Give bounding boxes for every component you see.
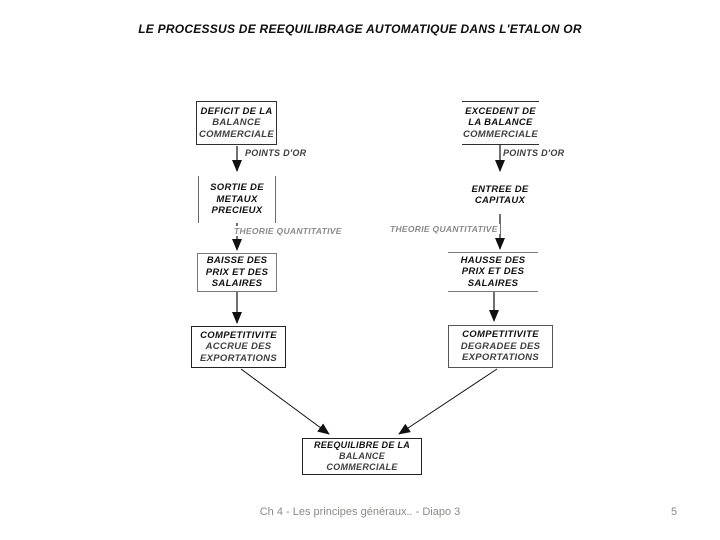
flow-box-line: CAPITAUX bbox=[474, 195, 526, 206]
arrow-degradee-to-reequilibre bbox=[398, 368, 498, 435]
label-theorie-quantitative-left: THEORIE QUANTITATIVE bbox=[232, 226, 344, 236]
flow-box-line: DEGRADEE DES bbox=[460, 340, 541, 352]
flow-box-line: PRIX ET DES bbox=[461, 266, 525, 278]
label-theorie-quantitative-right: THEORIE QUANTITATIVE bbox=[388, 224, 500, 234]
arrow-accrue-to-reequilibre bbox=[240, 368, 330, 435]
flow-box-sortie-metaux: SORTIE DE METAUX PRECIEUX bbox=[198, 176, 276, 223]
flow-box-line: COMMERCIALE bbox=[198, 128, 275, 140]
flow-box-line: ENTREE DE bbox=[471, 183, 529, 195]
flow-box-deficit: DEFICIT DE LA BALANCE COMMERCIALE bbox=[196, 101, 277, 145]
flow-box-baisse-prix: BAISSE DES PRIX ET DES SALAIRES bbox=[197, 253, 277, 292]
flow-box-competitivite-accrue: COMPETITIVITE ACCRUE DES EXPORTATIONS bbox=[191, 326, 286, 368]
flow-box-line: EXPORTATIONS bbox=[462, 352, 539, 364]
flow-box-line: SALAIRES bbox=[467, 277, 519, 289]
flow-box-competitivite-degradee: COMPETITIVITE DEGRADEE DES EXPORTATIONS bbox=[448, 325, 553, 368]
label-points-dor-right: POINTS D'OR bbox=[501, 148, 567, 158]
flow-box-line: SORTIE DE bbox=[210, 182, 264, 194]
flow-box-line: REEQUILIBRE DE LA bbox=[313, 440, 411, 451]
flow-box-line: PRECIEUX bbox=[211, 205, 263, 217]
flow-box-line: BALANCE bbox=[212, 117, 261, 129]
flow-box-line: BAISSE DES bbox=[206, 255, 268, 267]
flow-box-excedent: EXCEDENT DE LA BALANCE COMMERCIALE bbox=[462, 101, 539, 145]
slide-title: LE PROCESSUS DE REEQUILIBRAGE AUTOMATIQU… bbox=[138, 22, 582, 36]
label-points-dor-left: POINTS D'OR bbox=[243, 148, 309, 158]
flow-box-reequilibre: REEQUILIBRE DE LA BALANCE COMMERCIALE bbox=[302, 438, 422, 475]
flow-box-line: HAUSSE DES bbox=[460, 254, 526, 266]
flow-box-entree-capitaux: ENTREE DE CAPITAUX bbox=[452, 181, 548, 209]
flow-box-line: COMPETITIVITE bbox=[200, 329, 277, 341]
flow-box-line: EXPORTATIONS bbox=[200, 352, 277, 364]
flow-box-line: BALANCE bbox=[338, 451, 386, 462]
flow-box-line: COMMERCIALE bbox=[462, 128, 539, 140]
flow-box-hausse-prix: HAUSSE DES PRIX ET DES SALAIRES bbox=[448, 252, 538, 292]
flow-box-line: DEFICIT DE LA bbox=[200, 105, 273, 117]
flow-box-line: COMMERCIALE bbox=[326, 461, 398, 472]
flow-box-line: LA BALANCE bbox=[468, 117, 533, 129]
flow-box-line: SALAIRES bbox=[211, 278, 263, 290]
flow-box-line: COMPETITIVITE bbox=[462, 329, 539, 341]
flow-box-line: METAUX bbox=[216, 193, 258, 205]
footer-caption: Ch 4 - Les principes généraux.. - Diapo … bbox=[259, 506, 461, 518]
flow-box-line: EXCEDENT DE bbox=[465, 105, 536, 117]
footer-page-number: 5 bbox=[670, 506, 678, 518]
flow-box-line: ACCRUE DES bbox=[205, 341, 272, 353]
flow-box-line: PRIX ET DES bbox=[205, 266, 269, 278]
